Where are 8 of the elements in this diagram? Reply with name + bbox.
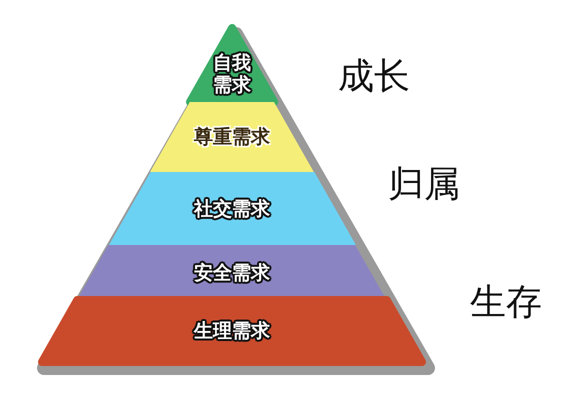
side-label: 归属	[388, 163, 460, 207]
side-label: 成长	[338, 55, 410, 99]
pyramid-tier	[108, 172, 356, 245]
side-label: 生存	[470, 281, 542, 325]
pyramid-tier	[150, 102, 314, 172]
tier-label: 尊重需求	[194, 126, 270, 148]
tier-label: 社交需求	[194, 198, 270, 220]
tier-label: 安全需求	[194, 262, 270, 284]
